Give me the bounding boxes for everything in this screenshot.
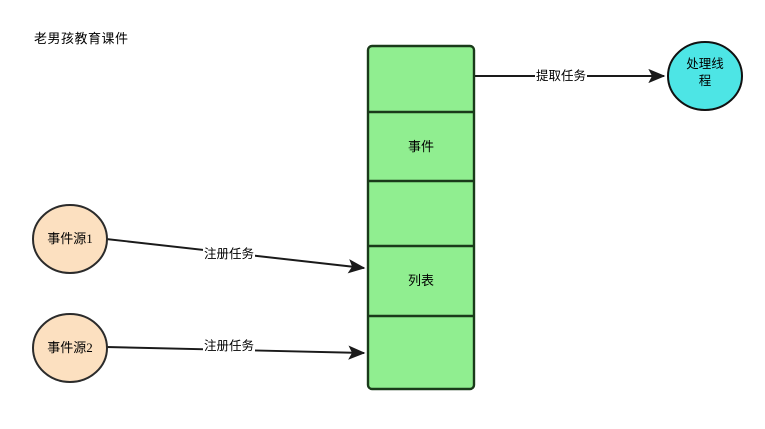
processing-thread-label-line2: 程 — [698, 74, 712, 88]
processing-thread-label-line1: 处理线 — [686, 57, 724, 71]
edge-register-task-1-line — [105, 238, 366, 274]
event-source-1-shape[interactable] — [32, 204, 108, 274]
event-list-stack-shape[interactable] — [366, 44, 476, 391]
processing-thread-label: 处理线 程 — [668, 56, 742, 90]
event-source-2-shape[interactable] — [32, 313, 108, 383]
diagram-title: 老男孩教育课件 — [34, 31, 129, 46]
processing-thread-shape[interactable] — [667, 41, 743, 111]
edge-register-task-2-line — [105, 345, 366, 360]
